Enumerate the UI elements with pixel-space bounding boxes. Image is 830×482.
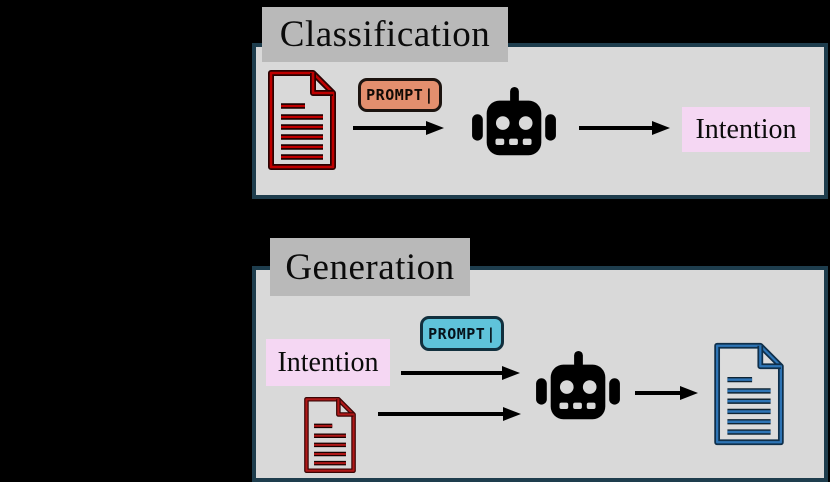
classification-title: Classification (262, 7, 508, 62)
prompt-label: PROMPT (366, 86, 424, 104)
document-icon (302, 397, 358, 473)
prompt-label: PROMPT (428, 324, 486, 343)
arrow-icon (377, 406, 521, 422)
arrow-icon (400, 365, 520, 381)
prompt-cursor: | (486, 324, 496, 343)
document-icon (266, 70, 338, 170)
arrow-icon (352, 120, 444, 136)
prompt-badge: PROMPT| (420, 316, 504, 351)
intention-label: Intention (682, 107, 810, 152)
robot-icon (534, 350, 622, 428)
generation-title: Generation (270, 238, 470, 296)
intention-label: Intention (266, 339, 390, 386)
prompt-badge: PROMPT| (358, 78, 442, 112)
arrow-icon (578, 120, 670, 136)
document-icon (712, 340, 786, 448)
robot-icon (470, 86, 558, 164)
prompt-cursor: | (424, 86, 434, 104)
arrow-icon (634, 385, 698, 401)
